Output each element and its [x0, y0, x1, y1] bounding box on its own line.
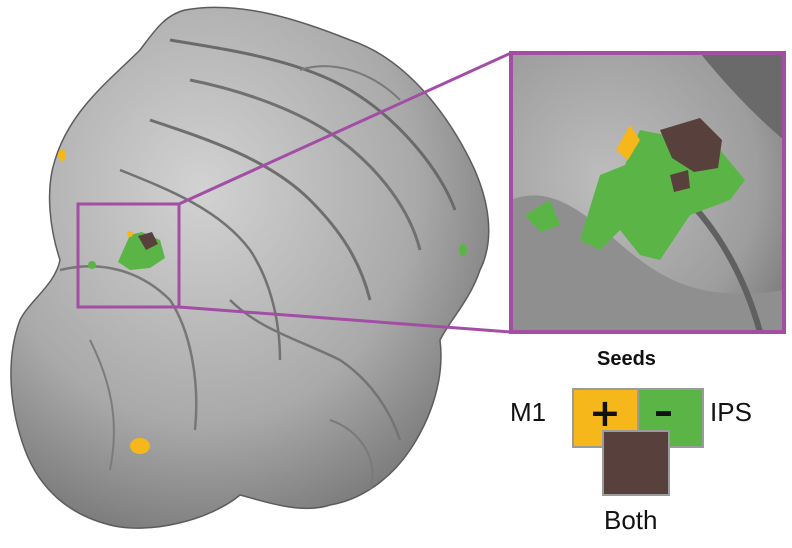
legend-label-m1: M1: [510, 397, 547, 427]
legend-label-ips: IPS: [710, 397, 752, 427]
brain-surface: [10, 6, 490, 529]
legend-swatch-both: [602, 430, 670, 496]
legend-minus-sign: –: [654, 389, 673, 433]
legend-plus-sign: +: [589, 391, 621, 435]
activation-blobs: [58, 149, 467, 454]
zoom-inset: [509, 51, 786, 334]
legend-label-both: Both: [604, 505, 658, 535]
legend-title: Seeds: [597, 348, 656, 370]
zoom-indicator: [76, 51, 512, 334]
